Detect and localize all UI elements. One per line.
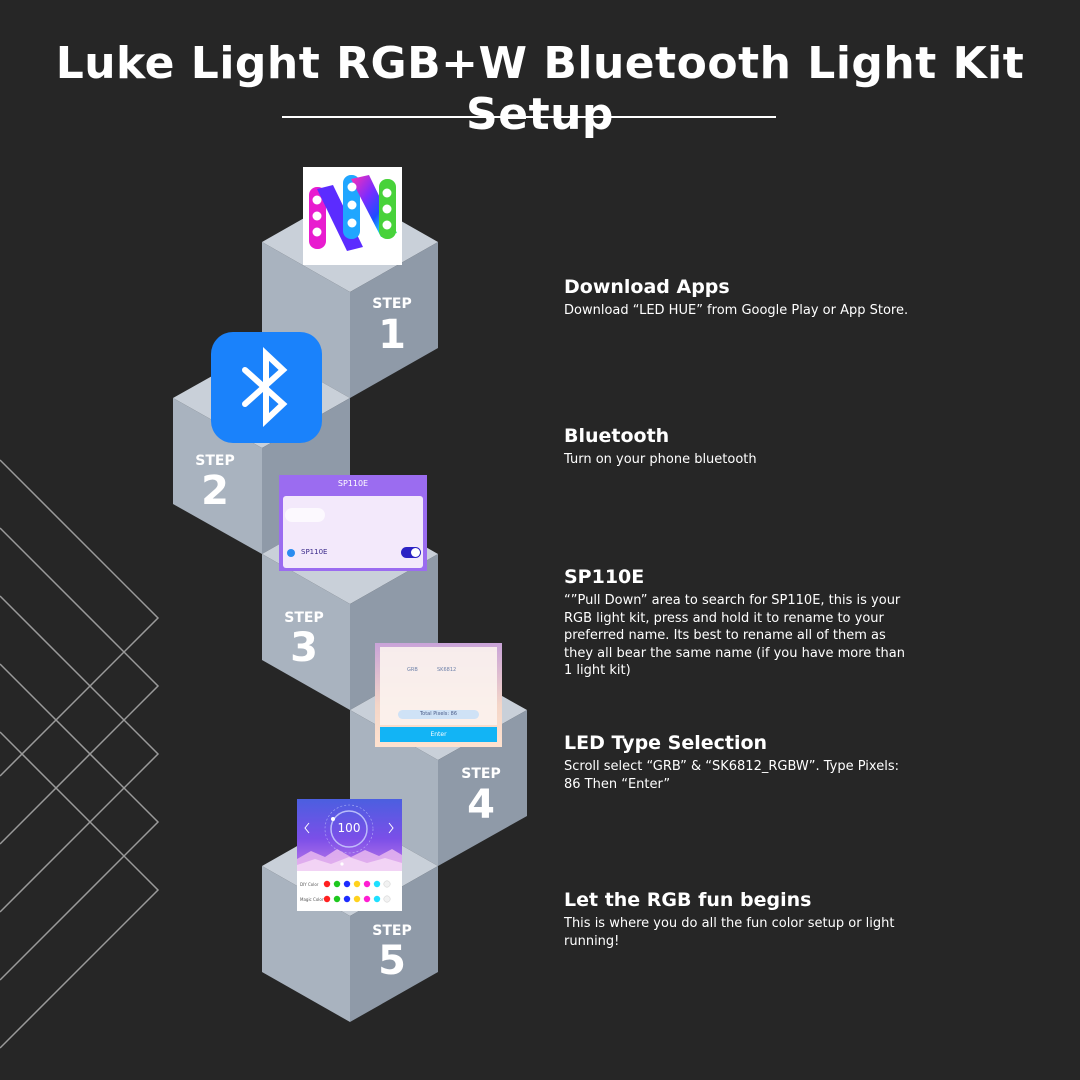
step-1-description: Download “LED HUE” from Google Play or A… (564, 303, 909, 318)
led-hue-app-icon (303, 167, 402, 265)
step-4-text: LED Type Selection Scroll select “GRB” &… (564, 732, 904, 793)
pixels-field: Total Pixels: 86 (398, 710, 479, 719)
check-icon (287, 549, 295, 557)
step-3-heading: SP110E (564, 566, 645, 588)
diy-color-label: DIY Color (300, 882, 319, 887)
device-list-screenshot: SP110E SP110E (279, 475, 427, 571)
page-title: Luke Light RGB+W Bluetooth Light Kit Set… (55, 38, 1025, 140)
magic-color-label: Magic Color (300, 897, 324, 902)
step-5-text: Let the RGB fun begins This is where you… (564, 889, 914, 950)
toggle-switch (401, 547, 421, 558)
led-type-screenshot: GRB SK6812 Total Pixels: 86 Enter (375, 643, 502, 747)
step-4-heading: LED Type Selection (564, 732, 768, 754)
step-2-word: STEP (195, 453, 234, 469)
enter-button: Enter (380, 727, 497, 742)
step-4-word: STEP (461, 766, 500, 782)
step-1-heading: Download Apps (564, 276, 730, 298)
title-divider (282, 116, 776, 118)
step-1-text: Download Apps Download “LED HUE” from Go… (564, 276, 924, 320)
magic-color-dots (323, 895, 391, 903)
step-5-number: 5 (378, 938, 406, 984)
step-1-number: 1 (378, 312, 406, 358)
step-4-description: Scroll select “GRB” & “SK6812_RGBW”. Typ… (564, 759, 899, 792)
screen-header: SP110E (337, 479, 369, 488)
device-name: SP110E (301, 548, 328, 556)
step-1-word: STEP (372, 296, 411, 312)
color-order-value: GRB (407, 667, 418, 673)
step-3-word: STEP (284, 610, 323, 626)
step-3-text: SP110E “”Pull Down” area to search for S… (564, 566, 914, 680)
color-control-screenshot: 100 DIY Color Magic Color (297, 799, 402, 911)
step-2-number: 2 (201, 468, 229, 514)
step-3-number: 3 (290, 625, 318, 671)
bluetooth-icon (211, 332, 322, 443)
chip-type-value: SK6812 (437, 667, 457, 673)
step-2-description: Turn on your phone bluetooth (564, 452, 757, 467)
step-4-number: 4 (467, 782, 495, 828)
step-5-heading: Let the RGB fun begins (564, 889, 812, 911)
step-3-description: “”Pull Down” area to search for SP110E, … (564, 593, 905, 678)
step-5-word: STEP (372, 923, 411, 939)
diy-color-dots (323, 880, 391, 888)
step-2-text: Bluetooth Turn on your phone bluetooth (564, 425, 924, 469)
step-5-description: This is where you do all the fun color s… (564, 916, 895, 949)
step-2-heading: Bluetooth (564, 425, 670, 447)
brightness-value: 100 (337, 821, 361, 835)
